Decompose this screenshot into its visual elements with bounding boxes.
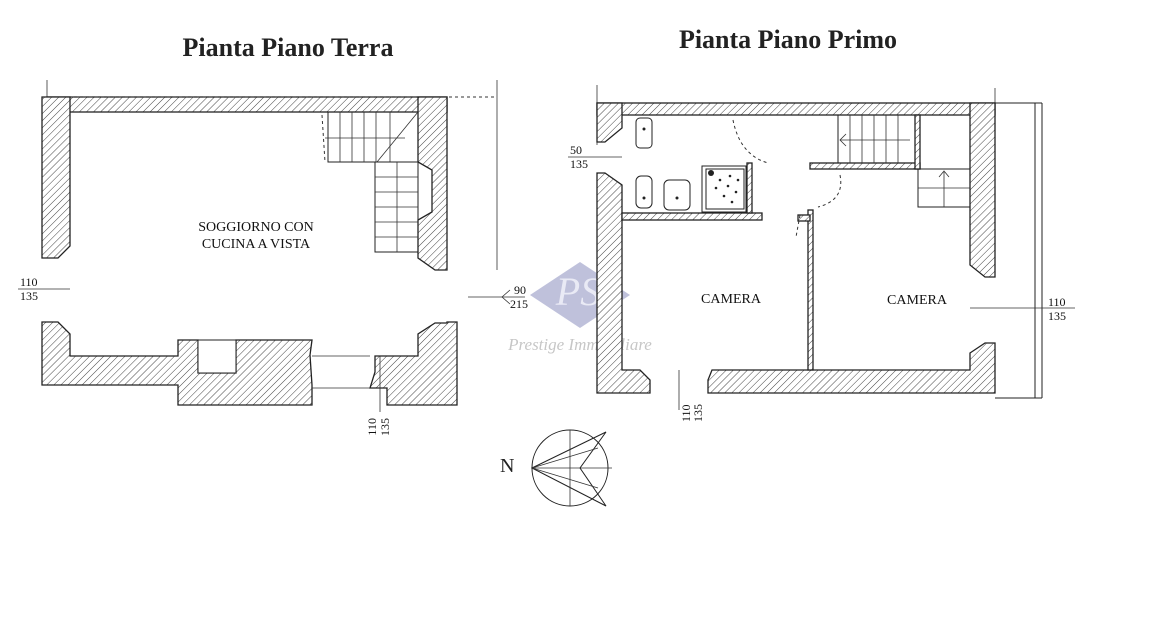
wall <box>746 162 753 214</box>
room-label-bedroom-1: CAMERA <box>701 292 762 307</box>
wall <box>969 102 996 278</box>
wall <box>369 321 458 406</box>
wall <box>46 96 448 113</box>
wall <box>621 212 763 221</box>
room-label-bedroom-2: CAMERA <box>887 293 948 308</box>
dim-bath-window-bottom: 135 <box>570 157 588 171</box>
dim-bottom-window-bottom: 135 <box>691 404 705 422</box>
shower <box>701 165 747 213</box>
svg-text:PS: PS <box>555 269 600 314</box>
watermark-logo: PS Prestige Immobiliare <box>507 262 652 354</box>
dim-bottom-door-bottom: 135 <box>378 418 392 436</box>
watermark-text: Prestige Immobiliare <box>507 335 652 354</box>
dim-right-door-bottom: 215 <box>510 297 528 311</box>
bidet <box>635 175 653 209</box>
dim-right-window-top: 110 <box>1048 295 1066 309</box>
wall <box>417 96 448 271</box>
room-label-living-2: CUCINA A VISTA <box>202 237 311 252</box>
staircase <box>837 114 971 208</box>
dim-bottom-window-top: 110 <box>679 404 693 422</box>
north-compass: N <box>500 429 612 507</box>
wall <box>596 102 996 116</box>
dim-left-window-top: 110 <box>20 275 38 289</box>
wall <box>596 102 623 143</box>
terrace <box>995 102 1043 399</box>
first-floor-plan: CAMERA CAMERA 50 135 110 135 110 135 <box>568 85 1075 422</box>
wall <box>707 342 996 394</box>
dim-bath-window-top: 50 <box>570 143 582 157</box>
toilet <box>635 117 653 149</box>
sink <box>663 179 691 211</box>
dim-right-door-top: 90 <box>514 283 526 297</box>
staircase <box>321 111 419 253</box>
wall <box>41 96 71 259</box>
wall <box>809 162 921 170</box>
dim-right-window-bottom: 135 <box>1048 309 1066 323</box>
ground-floor-title: Pianta Piano Terra <box>183 33 394 62</box>
wall <box>807 209 814 371</box>
compass-north-label: N <box>500 455 514 477</box>
dim-left-window-bottom: 135 <box>20 289 38 303</box>
room-label-living: SOGGIORNO CON <box>198 220 314 235</box>
first-floor-title: Pianta Piano Primo <box>679 25 897 54</box>
ground-floor-plan: SOGGIORNO CON CUCINA A VISTA 110 135 90 … <box>18 80 528 436</box>
wall <box>797 214 811 222</box>
wall <box>914 114 921 170</box>
dim-bottom-door-top: 110 <box>365 418 379 436</box>
wall <box>596 172 651 394</box>
wall <box>41 321 313 406</box>
